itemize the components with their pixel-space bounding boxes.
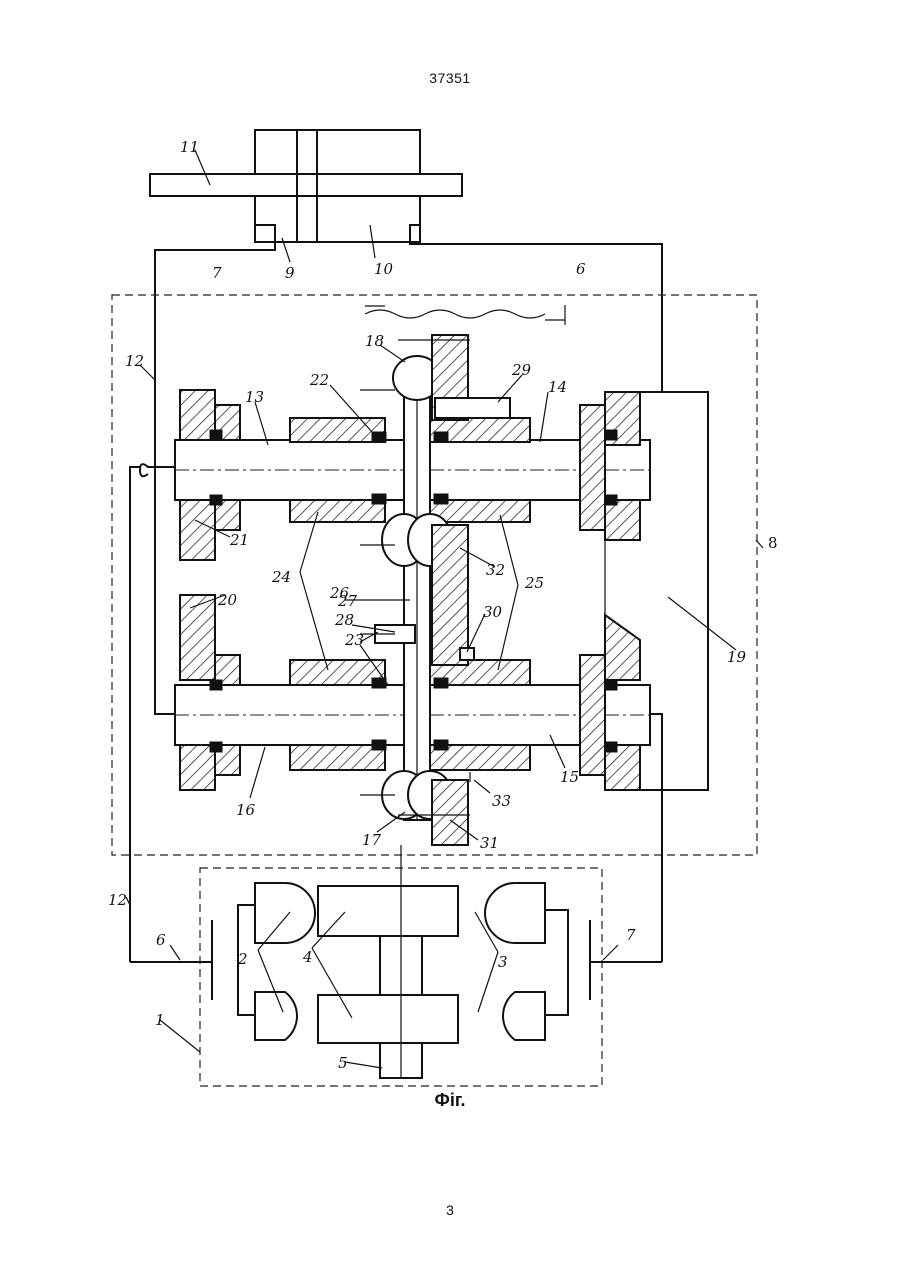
label-32: 32 bbox=[486, 561, 505, 579]
label-29: 29 bbox=[511, 361, 532, 379]
label-19: 19 bbox=[727, 648, 747, 666]
label-15: 15 bbox=[560, 768, 579, 786]
label-14: 14 bbox=[548, 378, 567, 396]
label-21: 21 bbox=[229, 531, 249, 549]
label-7-top: 7 bbox=[212, 264, 222, 282]
wavy-symbol bbox=[365, 305, 565, 325]
label-33: 33 bbox=[492, 792, 511, 810]
label-7-bottom: 7 bbox=[626, 926, 636, 944]
label-2: 2 bbox=[237, 950, 248, 968]
label-30: 30 bbox=[483, 603, 503, 621]
label-20: 20 bbox=[217, 591, 238, 609]
label-23: 23 bbox=[344, 631, 364, 649]
label-24: 24 bbox=[271, 568, 291, 586]
label-3: 3 bbox=[498, 953, 508, 971]
label-17: 17 bbox=[362, 831, 382, 849]
label-22: 22 bbox=[309, 371, 329, 389]
label-28: 28 bbox=[334, 611, 354, 629]
label-18: 18 bbox=[365, 332, 384, 350]
label-1: 1 bbox=[155, 1011, 165, 1029]
label-13: 13 bbox=[245, 388, 264, 406]
label-27: 27 bbox=[337, 592, 358, 610]
label-9: 9 bbox=[285, 264, 295, 282]
label-16: 16 bbox=[236, 801, 256, 819]
page-number: 3 bbox=[0, 1202, 900, 1218]
label-12-bottom: 12 bbox=[108, 891, 127, 909]
label-11: 11 bbox=[180, 138, 199, 156]
label-4: 4 bbox=[302, 948, 313, 966]
bottom-unit bbox=[130, 845, 662, 1078]
label-6-top: 6 bbox=[576, 260, 586, 278]
label-10: 10 bbox=[374, 260, 394, 278]
label-5: 5 bbox=[338, 1054, 348, 1072]
label-6-bottom: 6 bbox=[156, 931, 166, 949]
figure-caption: Фіг. bbox=[0, 1090, 900, 1111]
label-25: 25 bbox=[524, 574, 544, 592]
label-31: 31 bbox=[480, 834, 499, 852]
label-12-top: 12 bbox=[125, 352, 144, 370]
label-8: 8 bbox=[768, 534, 778, 552]
